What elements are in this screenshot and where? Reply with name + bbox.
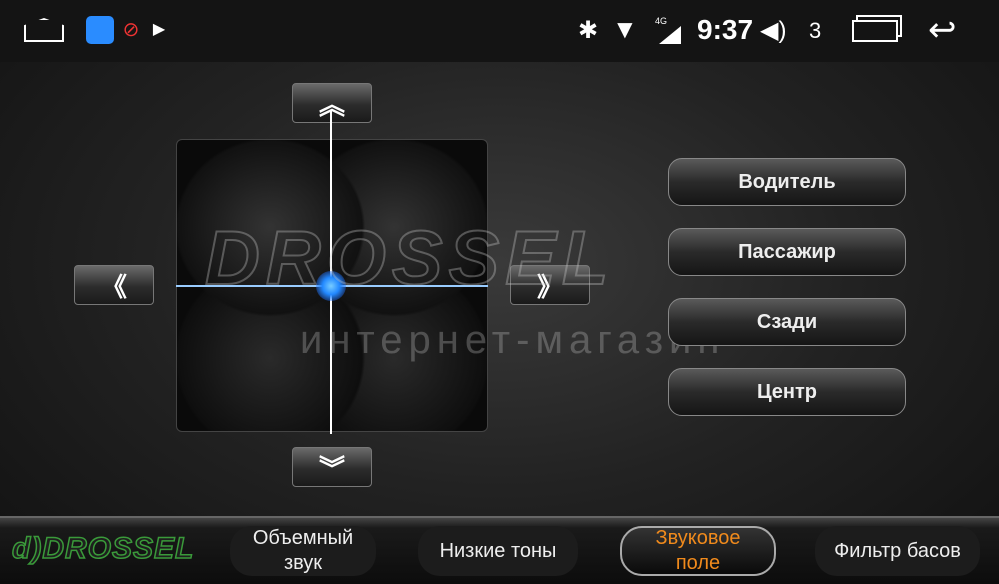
- drossel-logo: d)DROSSEL: [11, 531, 195, 566]
- volume-level: 3: [809, 18, 822, 43]
- network-type: 4G: [655, 16, 668, 26]
- tab-label: Низкие тоны: [439, 539, 557, 562]
- signal-icon: 4G: [655, 16, 681, 44]
- chevron-right-icon: 》: [536, 271, 563, 302]
- chevron-left-icon: 《: [100, 271, 127, 302]
- tab-bass-filter[interactable]: Фильтр басов: [815, 526, 980, 576]
- preset-rear-button[interactable]: Сзади: [668, 298, 906, 346]
- bluetooth-icon: ✱: [578, 17, 599, 44]
- tab-label: Объемный звук: [252, 527, 354, 574]
- tab-sound-field[interactable]: Звуковое поле: [620, 526, 776, 576]
- clock: 9:37: [697, 14, 754, 45]
- preset-label: Центр: [756, 380, 818, 403]
- recent-apps-icon[interactable]: [852, 20, 898, 42]
- tab-label: Звуковое поле: [655, 527, 741, 574]
- home-icon[interactable]: [24, 18, 64, 42]
- preset-label: Водитель: [738, 170, 836, 193]
- status-bar: ⊘ ▶ ✱ ▼ 4G 9:37 ◀) 3 ↩: [0, 0, 999, 62]
- position-handle[interactable]: [316, 271, 346, 301]
- move-right-button[interactable]: 》: [510, 265, 590, 305]
- move-left-button[interactable]: 《: [74, 265, 154, 305]
- tab-bass[interactable]: Низкие тоны: [418, 526, 578, 576]
- preset-label: Сзади: [756, 310, 818, 333]
- preset-passenger-button[interactable]: Пассажир: [668, 228, 906, 276]
- move-up-button[interactable]: ︽: [292, 83, 372, 123]
- play-store-icon: ▶: [152, 21, 166, 38]
- blocked-icon: ⊘: [122, 18, 140, 41]
- tab-label: Фильтр басов: [834, 539, 961, 562]
- back-icon[interactable]: ↩: [928, 11, 957, 49]
- watermark-subtitle: интернет-магазин: [300, 318, 726, 362]
- chevron-down-icon: ︾: [318, 453, 345, 484]
- wifi-icon: ▼: [612, 14, 638, 44]
- volume-icon[interactable]: ◀): [760, 17, 787, 44]
- tab-surround-sound[interactable]: Объемный звук: [230, 526, 376, 576]
- move-down-button[interactable]: ︾: [292, 447, 372, 487]
- preset-center-button[interactable]: Центр: [668, 368, 906, 416]
- preset-driver-button[interactable]: Водитель: [668, 158, 906, 206]
- app-icon[interactable]: [86, 16, 114, 44]
- watermark-logo: DROSSEL: [204, 215, 615, 302]
- preset-label: Пассажир: [738, 240, 836, 263]
